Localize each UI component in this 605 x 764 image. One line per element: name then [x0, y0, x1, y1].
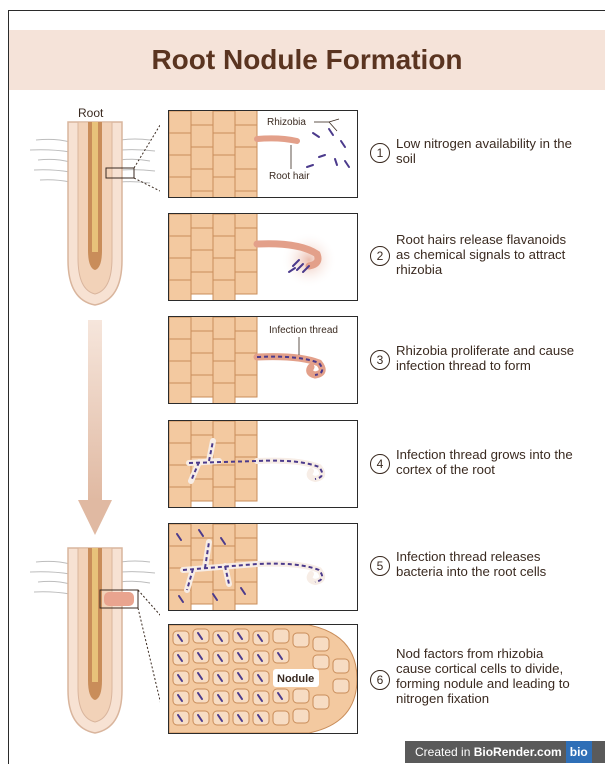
infection-thread-label: Infection thread [269, 325, 338, 336]
panel-step-1: Rhizobia Root hair [168, 110, 358, 198]
panel-6-drawing: Nodule [169, 625, 357, 733]
lower-root [30, 548, 160, 734]
panel-2-drawing [169, 214, 357, 300]
cell-wall [169, 111, 257, 197]
root-hair [257, 138, 297, 141]
panel-step-2 [168, 213, 358, 301]
step-1-number: 1 [370, 143, 390, 163]
footer-prefix: Created in [415, 745, 474, 759]
rhizobia-cluster [307, 129, 349, 167]
step-6-number: 6 [370, 670, 390, 690]
step-2-number: 2 [370, 246, 390, 266]
progress-arrow [78, 320, 112, 535]
step-4-text: Infection thread grows into the cortex o… [396, 447, 581, 477]
step-5-number: 5 [370, 556, 390, 576]
panel-1-drawing: Rhizobia Root hair [169, 111, 357, 197]
footer-brand: BioRender.com [474, 745, 562, 759]
step-3-text: Rhizobia proliferate and cause infection… [396, 343, 601, 373]
upper-root [30, 112, 160, 305]
panel-5-drawing [169, 524, 357, 610]
nodule-small [104, 592, 134, 606]
panel-step-5 [168, 523, 358, 611]
step-1-text: Low nitrogen availability in the soil [396, 136, 576, 166]
panel-step-6: Nodule [168, 624, 358, 734]
step-2-text: Root hairs release flavanoids as chemica… [396, 232, 576, 277]
panel-step-3: Infection thread [168, 316, 358, 404]
panel-step-4 [168, 420, 358, 508]
step-3-number: 3 [370, 350, 390, 370]
footer-badge: bio [566, 741, 592, 763]
root-illustration [0, 0, 160, 763]
step-4-number: 4 [370, 454, 390, 474]
step-5-text: Infection thread releases bacteria into … [396, 549, 576, 579]
panel-3-drawing: Infection thread [169, 317, 357, 403]
step-6-text: Nod factors from rhizobia cause cortical… [396, 646, 581, 706]
panel-4-drawing [169, 421, 357, 507]
root-hair-label: Root hair [269, 171, 310, 182]
biorender-footer[interactable]: Created in BioRender.com bio [405, 741, 605, 763]
nodule-label: Nodule [277, 673, 314, 685]
rhizobia-label: Rhizobia [267, 117, 306, 128]
